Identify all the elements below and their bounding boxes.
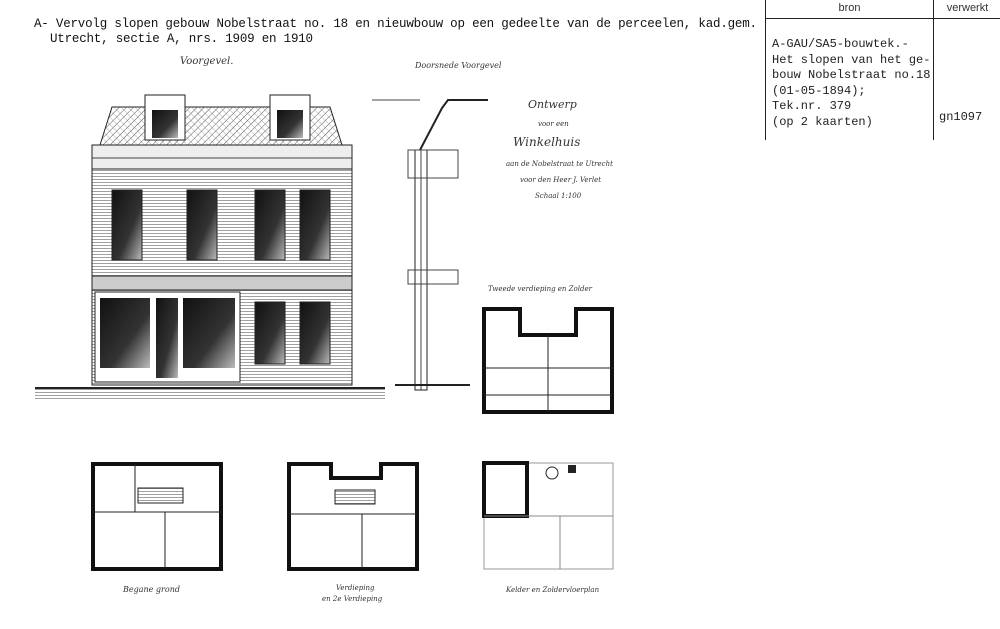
title-line: voor een bbox=[538, 120, 569, 128]
title-line: Schaal 1:100 bbox=[535, 192, 582, 200]
source-table: bron verwerkt A-GAU/SA5-bouwtek.-Het slo… bbox=[765, 0, 1000, 140]
plan-label: Begane grond bbox=[122, 585, 180, 594]
first-floor-plan: Verdieping en 2e Verdieping bbox=[287, 462, 419, 603]
title-line: Winkelhuis bbox=[513, 135, 580, 149]
bron-cell: A-GAU/SA5-bouwtek.-Het slopen van het ge… bbox=[772, 37, 930, 130]
bron-line: (01-05-1894); bbox=[772, 83, 866, 98]
table-header: bron verwerkt bbox=[766, 0, 1000, 19]
header-line-2: Utrecht, sectie A, nrs. 1909 en 1910 bbox=[50, 32, 313, 46]
bron-line: A-GAU/SA5-bouwtek.- bbox=[772, 37, 909, 51]
section-drawing: Doorsnede Voorgevel bbox=[372, 61, 502, 391]
plan-label: Kelder en Zoldervloerplan bbox=[505, 586, 600, 594]
bron-line: Het slopen van het ge- bbox=[772, 52, 931, 67]
header-line-1: A- Vervolg slopen gebouw Nobelstraat no.… bbox=[34, 17, 757, 31]
document-header: A- Vervolg slopen gebouw Nobelstraat no.… bbox=[34, 17, 757, 47]
shopfront bbox=[94, 291, 241, 383]
bron-line: Tek.nr. 379 bbox=[772, 99, 852, 113]
plan-label: Tweede verdieping en Zolder bbox=[488, 285, 593, 293]
column-divider bbox=[933, 0, 934, 140]
roof-plan: Kelder en Zoldervloerplan bbox=[482, 461, 614, 594]
plan-label: Verdieping bbox=[336, 584, 375, 592]
column-verwerkt: verwerkt bbox=[946, 2, 989, 14]
plan-label: en 2e Verdieping bbox=[322, 595, 383, 603]
title-line: voor den Heer J. Verlet bbox=[520, 176, 601, 184]
title-block: Ontwerp voor een Winkelhuis aan de Nobel… bbox=[506, 98, 613, 200]
column-bron: bron bbox=[838, 2, 861, 14]
title-line: aan de Nobelstraat te Utrecht bbox=[506, 160, 613, 168]
upper-floor-plan: Tweede verdieping en Zolder bbox=[482, 285, 614, 414]
upper-windows bbox=[111, 189, 331, 365]
bron-line: (op 2 kaarten) bbox=[772, 114, 873, 129]
verwerkt-cell: gn1097 bbox=[939, 110, 983, 124]
title-line: Ontwerp bbox=[528, 98, 577, 111]
facade-elevation: Voorgevel. bbox=[35, 56, 385, 400]
section-label: Doorsnede Voorgevel bbox=[414, 61, 502, 70]
bron-line: bouw Nobelstraat no.18 bbox=[772, 68, 931, 82]
ground-floor-plan: Begane grond bbox=[91, 462, 223, 594]
facade-label: Voorgevel. bbox=[180, 56, 233, 67]
